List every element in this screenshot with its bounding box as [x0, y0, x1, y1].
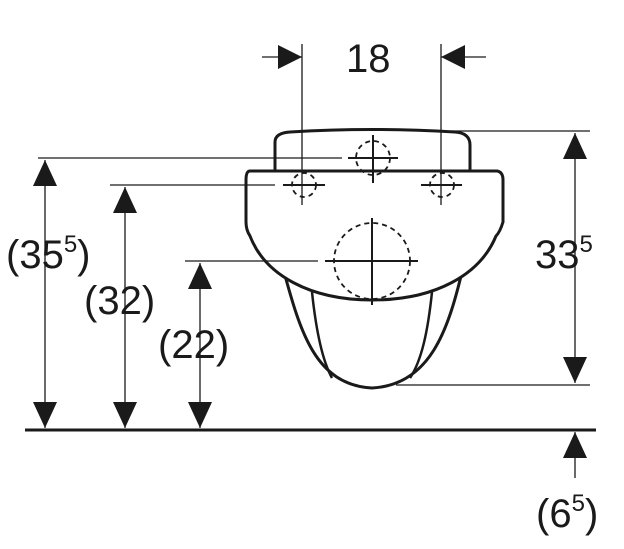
label-33-5: 335 — [535, 231, 593, 277]
arrow-up-icon — [113, 187, 137, 213]
label-6-5: (65) — [536, 490, 598, 536]
extension-lines — [38, 44, 590, 386]
toilet-outline — [244, 128, 505, 390]
dimension-22 — [188, 263, 212, 428]
bowl-inner-left — [310, 291, 334, 379]
arrow-up-icon — [563, 133, 587, 159]
arrow-up-icon — [563, 432, 587, 458]
arrow-down-icon — [33, 402, 57, 428]
dimension-35-5 — [33, 160, 57, 428]
arrow-up-icon — [188, 263, 212, 289]
dimension-18 — [262, 45, 486, 69]
arrow-down-icon — [188, 402, 212, 428]
bowl-rim — [244, 169, 505, 302]
label-32: (32) — [84, 279, 155, 323]
arrow-down-icon — [563, 357, 587, 383]
label-18: 18 — [346, 37, 391, 81]
arrow-up-icon — [33, 160, 57, 186]
dimension-33-5 — [563, 133, 587, 383]
label-22: (22) — [158, 323, 229, 367]
dimension-32 — [113, 187, 137, 428]
dimension-6-5 — [563, 432, 587, 478]
label-35-5: (355) — [6, 231, 91, 277]
lower-bowl — [282, 270, 464, 390]
arrow-down-icon — [113, 402, 137, 428]
bowl-inner-right — [408, 291, 434, 379]
arrow-left-icon — [441, 45, 465, 69]
arrow-right-icon — [278, 45, 302, 69]
